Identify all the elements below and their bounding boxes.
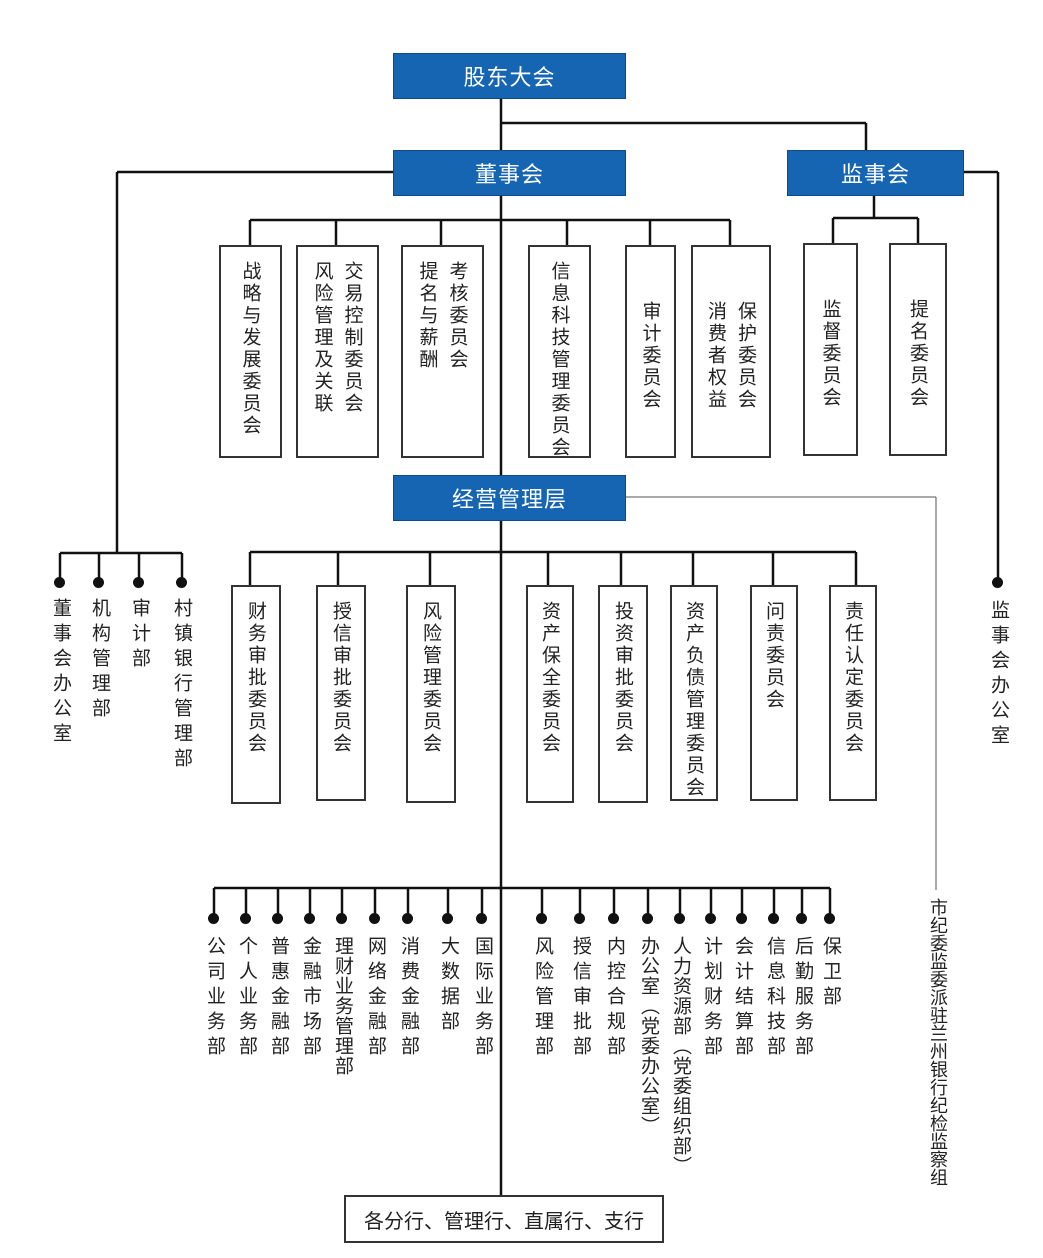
supervisor-committee-supervision: 监督委员会 [803, 243, 858, 456]
committee-line: 投资审批委员会 [612, 601, 634, 755]
committee-line: 资产负债管理委员会 [683, 601, 705, 799]
dept-it: 信息科技部 [764, 936, 786, 1061]
dept-logistics: 后勤服务部 [792, 936, 814, 1061]
committee-line: 资产保全委员会 [539, 601, 561, 755]
bullet-dot [476, 913, 487, 924]
committee-it: 信息科技管理委员会 [528, 245, 591, 459]
dept-international: 国际业务部 [472, 936, 494, 1061]
committee-line: 交易控制委员会 [341, 261, 364, 415]
bullet-dot [608, 913, 619, 924]
committee-line: 提名与薪酬 [416, 261, 439, 371]
bullet-dot [240, 913, 251, 924]
bullet-dot [536, 913, 547, 924]
supervisor-office: 监事会办公室 [988, 600, 1010, 750]
bullet-dot [674, 913, 685, 924]
dept-accounting: 会计结算部 [732, 936, 754, 1061]
mgmt-committee-alm: 资产负债管理委员会 [670, 585, 718, 801]
committee-audit: 审计委员会 [625, 245, 676, 458]
dept-network: 网络金融部 [365, 936, 387, 1061]
committee-line: 保护委员会 [735, 301, 757, 411]
supervisor-committee-nomination: 提名委员会 [889, 243, 947, 456]
bullet-dot [992, 577, 1003, 588]
committee-line: 监督委员会 [819, 299, 842, 409]
bullet-dot [442, 913, 453, 924]
committee-line: 责任认定委员会 [842, 601, 864, 755]
shareholders-box: 股东大会 [393, 53, 626, 99]
bullet-dot [133, 577, 144, 588]
dept-security: 保卫部 [820, 936, 842, 1011]
supervisors-box: 监事会 [787, 150, 964, 196]
dept-wealth: 理财业务管理部 [332, 936, 354, 1076]
dept-hr: 人力资源部（党委组织部） [670, 936, 692, 1176]
committee-strategy: 战略与发展委员会 [219, 245, 282, 458]
bullet-dot [402, 913, 413, 924]
mgmt-committee-asset-preservation: 资产保全委员会 [526, 585, 574, 803]
bullet-dot [54, 577, 65, 588]
committee-line: 审计委员会 [639, 301, 662, 411]
dept-audit: 审计部 [129, 598, 151, 673]
discipline-group: 市纪委监委派驻兰州银行纪检监察组 [927, 898, 948, 1186]
dept-board-office: 董事会办公室 [50, 598, 72, 748]
dept-corporate: 公司业务部 [204, 936, 226, 1061]
dept-personal: 个人业务部 [236, 936, 258, 1061]
bullet-dot [768, 913, 779, 924]
dept-planning-finance: 计划财务部 [701, 936, 723, 1061]
dept-risk: 风险管理部 [532, 936, 554, 1061]
committee-risk-related: 交易控制委员会 风险管理及关联 [296, 245, 379, 458]
committee-line: 财务审批委员会 [245, 601, 267, 755]
committee-nomination-compensation: 考核委员会 提名与薪酬 [401, 245, 484, 458]
mgmt-committee-responsibility: 责任认定委员会 [829, 585, 877, 801]
committee-line: 授信审批委员会 [330, 601, 352, 755]
branches-box: 各分行、管理行、直属行、支行 [344, 1195, 664, 1243]
dept-big-data: 大数据部 [438, 936, 460, 1036]
committee-line: 风险管理及关联 [311, 261, 334, 415]
dept-internal-control: 内控合规部 [604, 936, 626, 1061]
dept-village-bank: 村镇银行管理部 [171, 598, 193, 773]
bullet-dot [176, 577, 187, 588]
dept-institution-management: 机构管理部 [89, 598, 111, 723]
dept-office: 办公室（党委办公室） [638, 936, 660, 1136]
supervisors-label: 监事会 [840, 163, 910, 188]
mgmt-committee-finance: 财务审批委员会 [231, 585, 281, 804]
dept-inclusive: 普惠金融部 [268, 936, 290, 1061]
branches-label: 各分行、管理行、直属行、支行 [364, 1208, 644, 1233]
shareholders-label: 股东大会 [463, 66, 556, 91]
management-label: 经营管理层 [451, 488, 567, 513]
bullet-dot [369, 913, 380, 924]
bullet-dot [304, 913, 315, 924]
bullet-dot [208, 913, 219, 924]
bullet-dot [336, 913, 347, 924]
committee-line: 风险管理委员会 [420, 601, 442, 755]
board-label: 董事会 [474, 163, 544, 188]
bullet-dot [736, 913, 747, 924]
mgmt-committee-accountability: 问责委员会 [750, 585, 798, 801]
mgmt-committee-risk: 风险管理委员会 [406, 585, 456, 803]
dept-financial-market: 金融市场部 [300, 936, 322, 1061]
bullet-dot [824, 913, 835, 924]
committee-line: 战略与发展委员会 [239, 261, 262, 437]
management-box: 经营管理层 [393, 475, 626, 521]
bullet-dot [93, 577, 104, 588]
committee-line: 信息科技管理委员会 [548, 261, 571, 459]
board-box: 董事会 [393, 150, 626, 196]
mgmt-committee-credit: 授信审批委员会 [316, 585, 366, 801]
bullet-dot [705, 913, 716, 924]
dept-consumer-finance: 消费金融部 [398, 936, 420, 1061]
bullet-dot [272, 913, 283, 924]
committee-line: 考核委员会 [446, 261, 469, 371]
bullet-dot [574, 913, 585, 924]
bullet-dot [796, 913, 807, 924]
committee-line: 问责委员会 [763, 601, 785, 711]
committee-line: 提名委员会 [907, 299, 929, 409]
committee-line: 消费者权益 [705, 301, 727, 411]
bullet-dot [642, 913, 653, 924]
dept-credit-approval: 授信审批部 [570, 936, 592, 1061]
mgmt-committee-investment: 投资审批委员会 [598, 585, 648, 803]
committee-consumer-protection: 保护委员会 消费者权益 [691, 245, 771, 458]
